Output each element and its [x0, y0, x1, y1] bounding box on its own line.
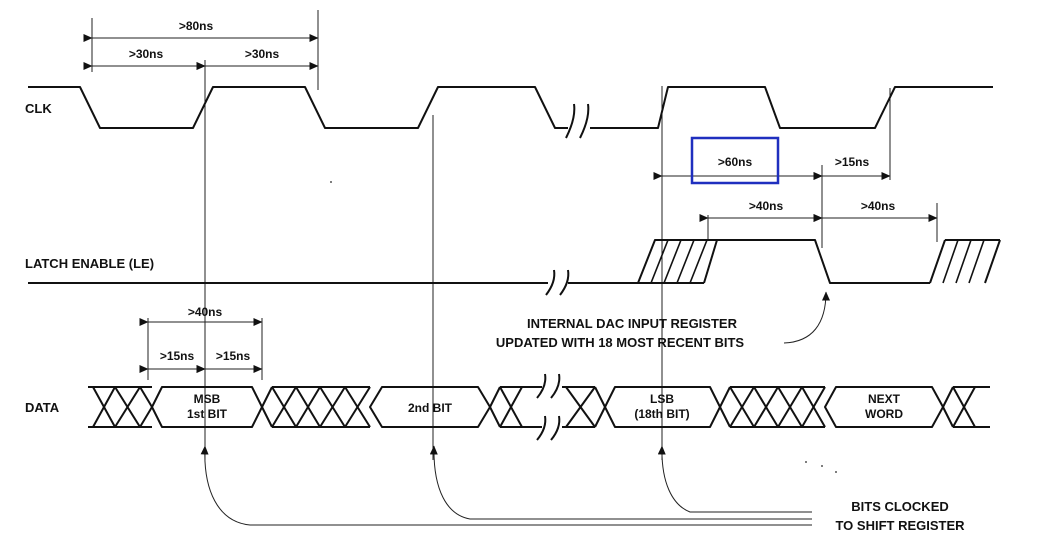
second-bit-label: 2nd BIT [408, 401, 453, 415]
data-break-mark [536, 373, 561, 441]
clocked-arrow-2nd [429, 445, 812, 520]
clk-label: CLK [25, 101, 52, 116]
msb-label-line1: MSB [194, 392, 221, 406]
internal-note-line1: INTERNAL DAC INPUT REGISTER [527, 316, 738, 331]
data-x-region-5 [942, 386, 990, 428]
t30b-label: >30ns [245, 47, 280, 61]
t80-label: >80ns [179, 19, 214, 33]
next-word-label-line1: NEXT [868, 392, 901, 406]
clocked-note-line2: TO SHIFT REGISTER [835, 518, 965, 533]
data-x-region-4 [719, 386, 826, 428]
t40le1-label: >40ns [749, 199, 784, 213]
timing-dimensions [83, 34, 938, 373]
clocked-arrows [200, 445, 812, 526]
t15data2-label: >15ns [216, 349, 251, 363]
scan-specks [330, 181, 837, 473]
t40data-label: >40ns [188, 305, 223, 319]
le-waveform [28, 239, 1001, 296]
t15data1-label: >15ns [160, 349, 195, 363]
msb-label-line2: 1st BIT [187, 407, 228, 421]
clk-break-mark [565, 103, 590, 139]
t15top-label: >15ns [835, 155, 870, 169]
data-x-region-1 [92, 386, 153, 428]
t30a-label: >30ns [129, 47, 164, 61]
data-waveform [88, 373, 990, 441]
clocked-arrow-msb [200, 445, 812, 526]
t60-label: >60ns [718, 155, 753, 169]
le-hatch-1 [650, 239, 708, 284]
internal-note-arrow [783, 291, 830, 344]
data-x-region-3 [489, 386, 606, 428]
highlight-60ns-box [690, 136, 780, 185]
t40le2-label: >40ns [861, 199, 896, 213]
clocked-note-line1: BITS CLOCKED [851, 499, 949, 514]
le-hatch-2 [942, 239, 985, 284]
le-break-mark [545, 269, 570, 296]
internal-note-line2: UPDATED WITH 18 MOST RECENT BITS [496, 335, 745, 350]
lsb-label-line2: (18th BIT) [634, 407, 689, 421]
data-x-region-2 [261, 386, 371, 428]
data-label: DATA [25, 400, 60, 415]
le-label: LATCH ENABLE (LE) [25, 256, 154, 271]
clocked-arrow-lsb [657, 445, 812, 513]
next-word-label-line2: WORD [865, 407, 903, 421]
clk-waveform [28, 86, 993, 139]
lsb-label-line1: LSB [650, 392, 674, 406]
